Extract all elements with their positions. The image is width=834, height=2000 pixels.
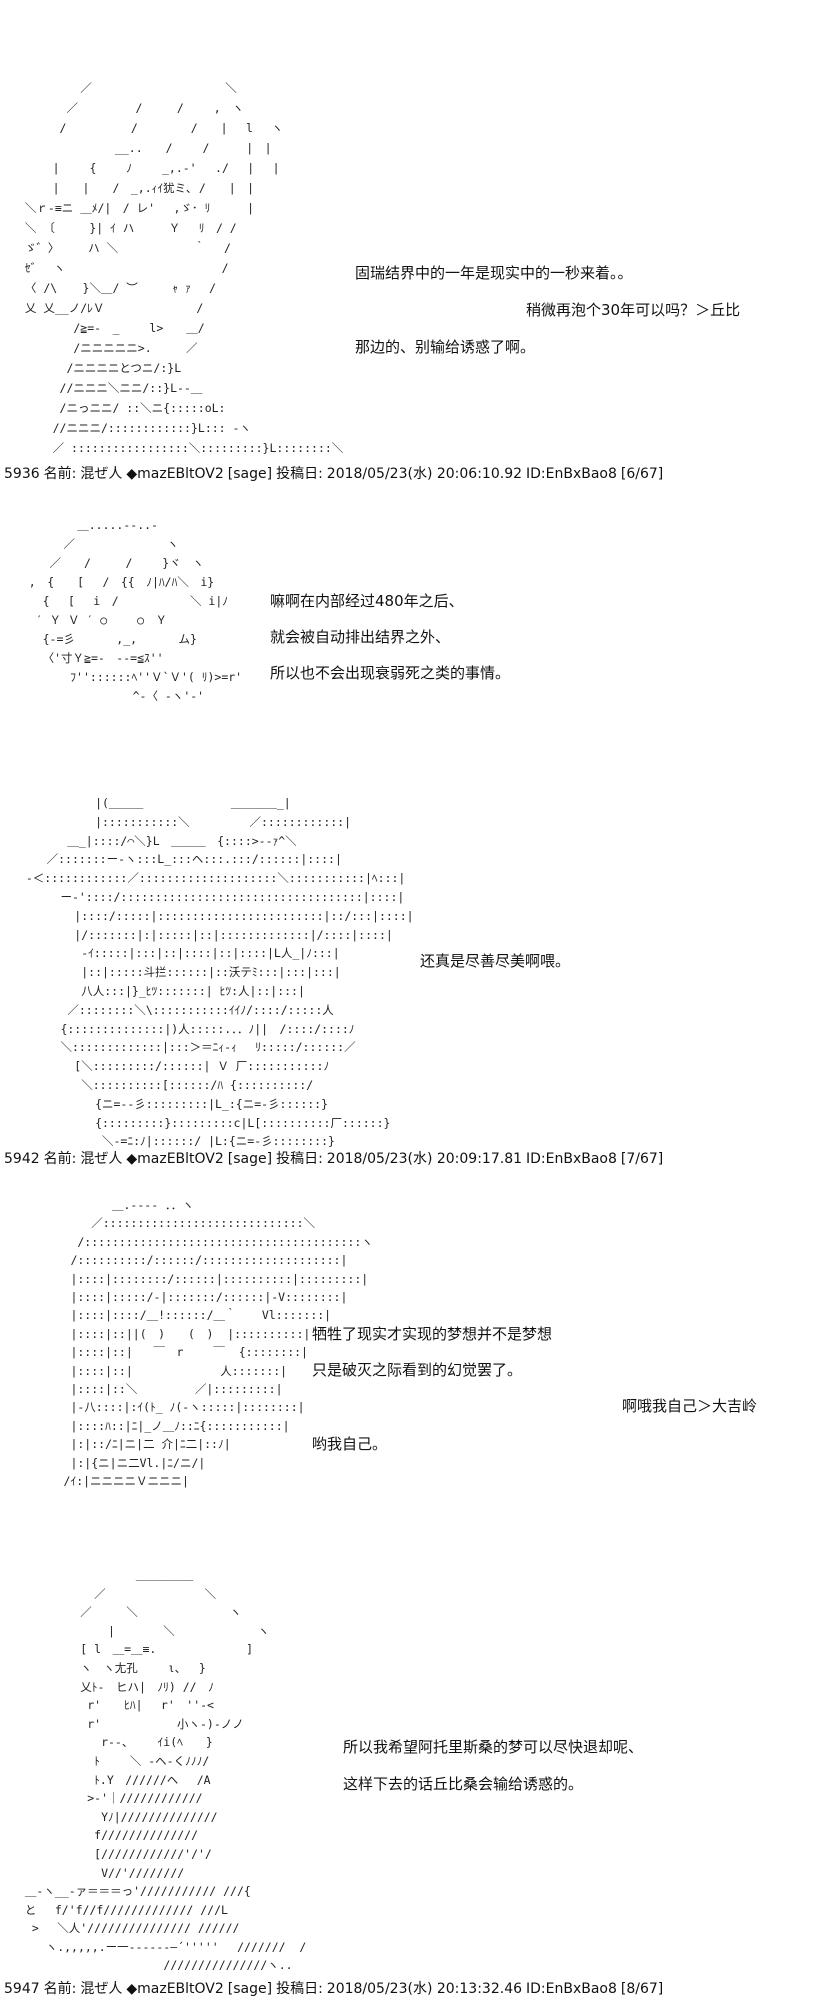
posted-label: 投稿日: — [276, 1151, 323, 1167]
dialogue-line: 嘛啊在内部经过480年之后、 — [270, 592, 464, 610]
post-count: [6/67] — [620, 466, 664, 482]
post-number[interactable]: 5947 — [4, 1981, 40, 1997]
post-number[interactable]: 5942 — [4, 1151, 40, 1167]
post-panel-5: ＿＿＿＿＿ ／ ＼ ／ ＼ ヽ | ＼ ヽ [ l ＿=＿≡. ] ヽ ヽ尢孔 … — [0, 1520, 834, 2000]
post-number[interactable]: 5936 — [4, 466, 40, 482]
dialogue-line: 固瑞结界中的一年是现实中的一秒来着。。 — [355, 264, 633, 282]
poster-id[interactable]: ID:EnBxBao8 — [526, 466, 617, 482]
sage-tag: [sage] — [227, 1151, 273, 1167]
name-label: 名前: — [43, 466, 77, 482]
post-count: [8/67] — [620, 1981, 664, 1997]
post-panel-4: ＿.‐‐‐‐ ．．ヽ ／::::::::::::::::::::::::::::… — [0, 1180, 834, 1520]
poster-name: 混ぜ人 — [80, 466, 123, 482]
post-panel-1: ／ ＼ ／ / / , ヽ / / / | l ヽ __.. / / | | |… — [0, 0, 834, 490]
post-date: 2018/05/23(水) 20:09:17.81 — [326, 1151, 523, 1167]
ascii-art-figure: ＿.‐‐‐‐ ．．ヽ ／::::::::::::::::::::::::::::… — [63, 1198, 373, 1489]
dialogue-line: 牺牲了现实才实现的梦想并不是梦想 — [312, 1325, 553, 1343]
sage-tag: [sage] — [227, 1981, 273, 1997]
name-label: 名前: — [43, 1981, 77, 1997]
dialogue-line: 只是破灭之际看到的幻觉罢了。 — [312, 1361, 523, 1379]
dialogue-line: 所以也不会出现衰弱死之类的事情。 — [270, 664, 511, 682]
post-panel-3: |(＿＿＿ ＿＿＿＿_| |:::::::::::＼ ／::::::::::::… — [0, 780, 834, 1180]
ascii-art-figure: ／ ＼ ／ / / , ヽ / / / | l ヽ __.. / / | | |… — [24, 81, 344, 455]
ascii-art-figure: ＿＿＿＿＿ ／ ＼ ／ ＼ ヽ | ＼ ヽ [ l ＿=＿≡. ] ヽ ヽ尢孔 … — [24, 1568, 307, 1973]
ascii-art-figure: ＿.....‐‐..‐ ／ ヽ ／ / / }ヾ ヽ , { [ / {{ ﾉ|… — [28, 518, 243, 703]
dialogue-line: 哟我自己。 — [312, 1435, 388, 1453]
poster-name: 混ぜ人 — [80, 1981, 123, 1997]
dialogue-line: 就会被自动排出结界之外、 — [270, 628, 451, 646]
dialogue-line: 稍微再泡个30年可以吗？＞丘比 — [526, 301, 741, 319]
post-date: 2018/05/23(水) 20:06:10.92 — [326, 466, 523, 482]
dialogue-line: 这样下去的话丘比桑会输给诱惑的。 — [343, 1775, 584, 1793]
poster-id[interactable]: ID:EnBxBao8 — [526, 1151, 617, 1167]
post-panel-2: ＿.....‐‐..‐ ／ ヽ ／ / / }ヾ ヽ , { [ / {{ ﾉ|… — [0, 490, 834, 740]
poster-trip: ◆mazEBltOV2 — [126, 466, 224, 482]
poster-trip: ◆mazEBltOV2 — [126, 1981, 224, 1997]
ascii-art-figure: |(＿＿＿ ＿＿＿＿_| |:::::::::::＼ ／::::::::::::… — [25, 796, 414, 1149]
dialogue-line: 那边的、别输给诱惑了啊。 — [355, 338, 536, 356]
sage-tag: [sage] — [227, 466, 273, 482]
posted-label: 投稿日: — [276, 1981, 323, 1997]
post-count: [7/67] — [620, 1151, 664, 1167]
dialogue-line: 还真是尽善尽美啊喂。 — [420, 952, 571, 970]
posted-label: 投稿日: — [276, 466, 323, 482]
poster-trip: ◆mazEBltOV2 — [126, 1151, 224, 1167]
dialogue-line: 啊哦我自己＞大吉岭 — [622, 1397, 758, 1415]
poster-id[interactable]: ID:EnBxBao8 — [526, 1981, 617, 1997]
poster-name: 混ぜ人 — [80, 1151, 123, 1167]
post-date: 2018/05/23(水) 20:13:32.46 — [326, 1981, 523, 1997]
name-label: 名前: — [43, 1151, 77, 1167]
dialogue-line: 所以我希望阿托里斯桑的梦可以尽快退却呢、 — [343, 1738, 644, 1756]
